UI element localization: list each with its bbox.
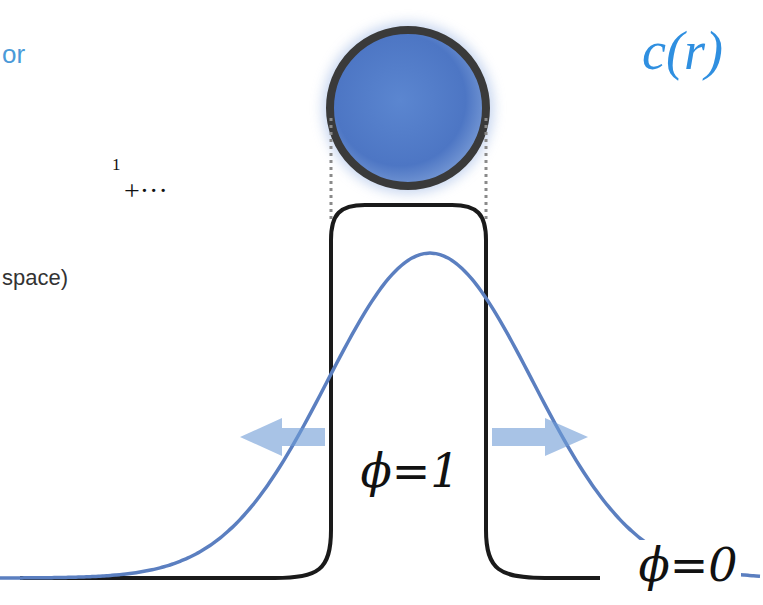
phase-field-profile [20,205,600,578]
projection-line [330,118,333,222]
formula-term: 1 [112,156,121,175]
projection-line [485,118,488,222]
diffusion-arrow [492,418,588,456]
cut-text: or [2,40,25,69]
phase-value: ϕ=0 [635,540,740,591]
cut-text: space) [2,266,68,290]
phase-value: ϕ=1 [360,446,459,497]
formula-term: +··· [124,176,168,207]
particle-glow [322,22,494,194]
particle-circle [330,30,486,186]
concentration-symbol: c(r) [642,22,723,81]
diffusion-arrow [240,418,325,456]
concentration-profile [0,253,760,578]
